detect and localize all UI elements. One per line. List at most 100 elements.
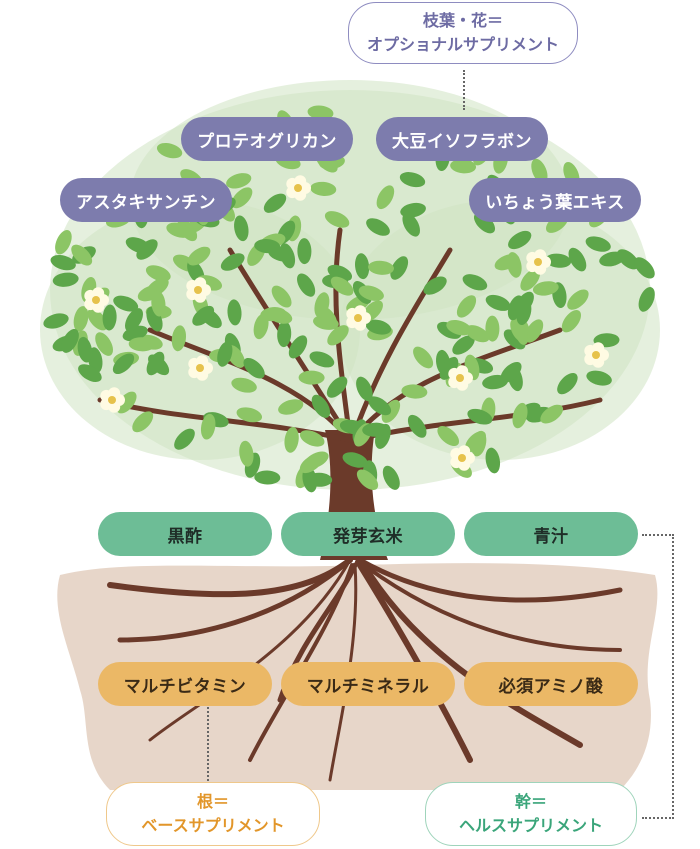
leaf	[407, 414, 427, 438]
flower-center	[592, 351, 600, 359]
leaf	[288, 335, 308, 359]
leaf	[512, 402, 528, 429]
leaf	[174, 428, 195, 450]
leaf	[413, 346, 434, 369]
flower	[186, 277, 211, 303]
leaf	[148, 354, 170, 376]
leaf	[125, 308, 143, 332]
flower-center	[108, 396, 116, 404]
leaf	[77, 336, 93, 363]
leaf	[494, 254, 520, 271]
branches-category-title: 枝葉・花＝	[422, 11, 503, 30]
trunk-connector-line	[642, 534, 674, 819]
branch-item-soy-isoflavone: 大豆イソフラボン	[376, 117, 548, 161]
leaf	[61, 328, 79, 353]
leaf	[561, 309, 582, 333]
leaf	[368, 396, 392, 416]
tree-flowers	[84, 175, 609, 471]
leaf	[531, 158, 548, 184]
leaf	[545, 253, 572, 268]
leaf	[171, 325, 187, 352]
leaf	[326, 376, 348, 398]
leaf	[52, 272, 79, 287]
leaf	[113, 295, 139, 312]
leaf	[634, 257, 655, 279]
leaf	[132, 411, 154, 433]
leaf	[271, 285, 292, 308]
leaf	[366, 218, 390, 236]
leaf	[267, 308, 293, 324]
root-line	[358, 560, 622, 652]
root-item-essential-amino-acids: 必須アミノ酸	[464, 662, 638, 706]
leaf	[452, 335, 475, 355]
flower	[450, 445, 475, 471]
leaf	[568, 247, 587, 272]
leaf	[297, 238, 312, 265]
trunk-category-subtitle: ヘルスサプリメント	[458, 816, 603, 835]
leaf	[310, 181, 337, 196]
leaf	[302, 466, 318, 493]
leaf	[390, 256, 409, 280]
leaf	[368, 260, 394, 275]
leaf	[465, 325, 490, 343]
leaf	[217, 341, 233, 367]
leaf	[200, 413, 216, 440]
flower-center	[294, 184, 302, 192]
leaf	[278, 399, 304, 415]
branches-category-subtitle: オプショナルサプリメント	[366, 35, 559, 54]
leaf	[456, 295, 477, 318]
roots-category-subtitle: ベースサプリメント	[141, 816, 285, 835]
leaf	[355, 253, 370, 280]
leaf	[220, 253, 245, 271]
leaf	[500, 361, 522, 383]
branch-item-ginkgo-extract: いちょう葉エキス	[469, 178, 641, 222]
leaf	[166, 222, 192, 238]
leaf	[314, 292, 330, 318]
leaf	[557, 372, 578, 395]
leaf	[485, 294, 511, 311]
leaf	[515, 291, 534, 315]
trunk-category-label: 幹＝ ヘルスサプリメント	[425, 782, 637, 846]
leaf	[617, 249, 639, 270]
leaf	[226, 173, 252, 189]
leaf	[423, 276, 447, 295]
trunk-item-aojiru: 青汁	[464, 512, 638, 556]
leaf	[356, 469, 379, 490]
flower	[584, 342, 609, 368]
flower	[346, 305, 371, 331]
branches-connector-line	[463, 70, 465, 110]
leaf	[485, 447, 501, 474]
leaf	[43, 313, 69, 329]
roots-connector-line	[207, 703, 209, 781]
leaf	[586, 370, 612, 386]
leaf	[263, 193, 287, 213]
branch-item-astaxanthin: アスタキサンチン	[60, 178, 232, 222]
flower	[526, 249, 551, 275]
leaf	[309, 351, 335, 368]
leaf	[401, 384, 428, 399]
leaf	[356, 376, 373, 402]
leaf	[116, 391, 137, 414]
leaf	[136, 239, 158, 260]
flower	[188, 355, 213, 381]
leaf	[307, 105, 334, 120]
leaf	[50, 254, 76, 271]
leaf	[327, 325, 349, 346]
branch-line	[349, 247, 453, 443]
roots-category-label: 根＝ ベースサプリメント	[106, 782, 320, 846]
leaf	[146, 277, 169, 297]
root-item-multimineral: マルチミネラル	[281, 662, 455, 706]
branches-category-label: 枝葉・花＝ オプショナルサプリメント	[348, 2, 578, 64]
flower-center	[196, 364, 204, 372]
branch-item-proteoglycan: プロテオグリカン	[181, 117, 353, 161]
leaf	[462, 274, 488, 291]
leaf	[231, 377, 257, 393]
leaf	[298, 370, 325, 385]
flower-center	[194, 286, 202, 294]
leaf	[254, 239, 281, 254]
leaf	[227, 299, 242, 326]
leaf	[277, 321, 292, 348]
flower	[100, 387, 125, 413]
leaf	[156, 142, 183, 159]
leaf	[187, 246, 211, 266]
